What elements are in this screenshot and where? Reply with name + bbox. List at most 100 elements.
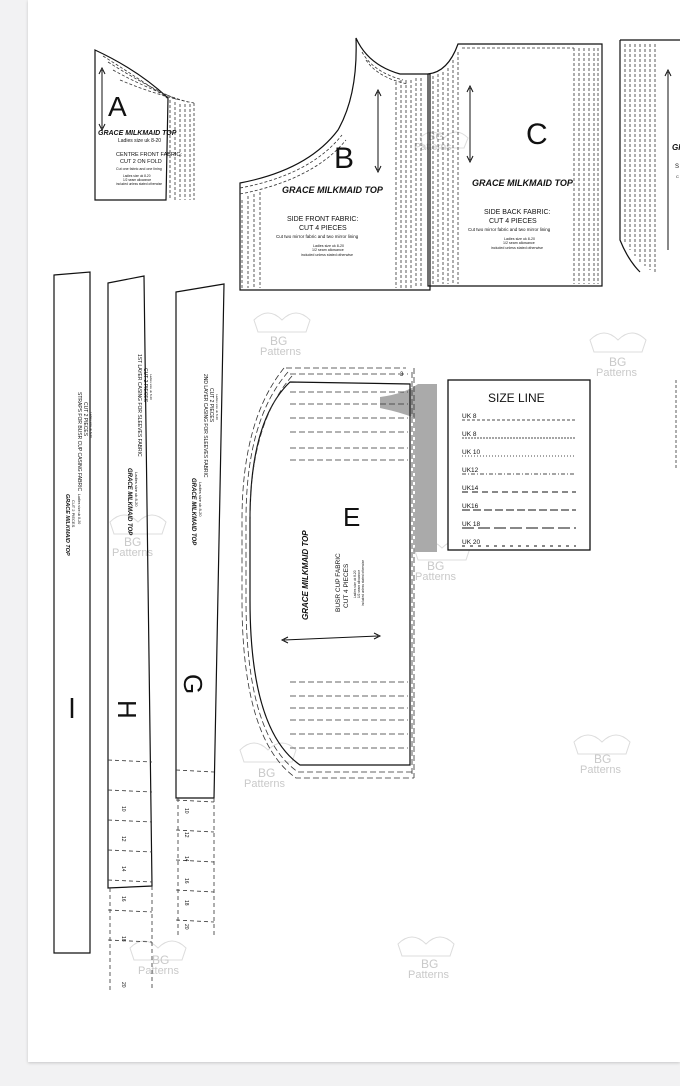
piece-e-cut: CUT 4 PIECES (343, 563, 350, 608)
svg-text:S: S (675, 164, 679, 170)
svg-text:20: 20 (120, 982, 126, 988)
piece-a-cut: CUT 2 ON FOLD (120, 159, 162, 165)
piece-h-letter: H (112, 700, 142, 719)
svg-text:10: 10 (183, 808, 189, 814)
piece-i-cut: CUT 2 PIECES (82, 402, 88, 437)
svg-text:Patterns: Patterns (580, 764, 621, 776)
svg-text:BG: BG (258, 766, 275, 780)
piece-a: A GRACE MILKMAID TOP Ladies size uk 8-20… (94, 49, 195, 201)
svg-text:BG: BG (124, 535, 141, 549)
svg-text:included unless stated otherwi: included unless stated otherwise (116, 182, 162, 186)
svg-text:12: 12 (183, 832, 189, 838)
piece-i: I STRAPS FOR BUSR CUP CASING FABRIC CUT … (53, 271, 93, 954)
svg-text:Patterns: Patterns (112, 547, 153, 559)
watermark-2: BG Patterns (253, 312, 311, 358)
svg-text:BG: BG (594, 752, 611, 766)
svg-text:16: 16 (120, 896, 126, 902)
svg-text:C: C (676, 174, 679, 179)
svg-text:Ladies size uk 8-20: Ladies size uk 8-20 (77, 494, 81, 524)
watermark-7: BG Patterns (239, 742, 297, 790)
piece-d-partial: GR S C (619, 39, 680, 273)
svg-text:14: 14 (183, 856, 189, 862)
svg-text:Ladies size uk 8-20: Ladies size uk 8-20 (118, 138, 161, 144)
svg-text:UK 8: UK 8 (462, 413, 477, 420)
piece-e: 3 E GRACE MILKMAID TOP BUSR CUP FABRIC C… (241, 367, 415, 779)
svg-text:BG: BG (609, 355, 626, 369)
piece-g-title: GRACE MILKMAID TOP (190, 478, 196, 546)
piece-e-letter: E (343, 502, 360, 532)
svg-text:20: 20 (183, 924, 189, 930)
piece-b-cut: CUT 4 PIECES (299, 225, 347, 232)
watermark-1: BG Patterns (414, 131, 469, 153)
piece-c-fabric: SIDE BACK FABRIC: (484, 209, 551, 216)
piece-e-title: GRACE MILKMAID TOP (301, 530, 310, 620)
piece-i-fabric: STRAPS FOR BUSR CUP CASING FABRIC (76, 392, 82, 491)
svg-text:10: 10 (120, 806, 126, 812)
piece-c-cut: CUT 4 PIECES (489, 218, 537, 225)
piece-h-fabric: 1ST LAYER CASING FOR SLEEVES FABRIC (136, 354, 142, 457)
svg-text:Ladies size uk 8-20: Ladies size uk 8-20 (134, 472, 139, 507)
svg-text:Patterns: Patterns (408, 969, 449, 981)
piece-b-title: GRACE MILKMAID TOP (282, 185, 384, 195)
svg-text:BG: BG (270, 334, 287, 348)
svg-text:BG: BG (427, 559, 444, 573)
piece-h: H 1ST LAYER CASING FOR SLEEVES FABRIC CU… (107, 275, 153, 990)
pattern-sheet: BG Patterns BG Patterns BG Patterns BG P… (28, 0, 680, 1062)
piece-c-letter: C (526, 118, 548, 151)
svg-text:included unless stated otherwi: included unless stated otherwise (491, 246, 543, 250)
svg-text:1/2 seam allowance: 1/2 seam allowance (357, 570, 361, 598)
svg-text:1/2 seam allowance: 1/2 seam allowance (312, 248, 344, 252)
svg-text:UK12: UK12 (462, 467, 479, 474)
svg-text:Ladies size uk 8-20: Ladies size uk 8-20 (504, 237, 535, 241)
svg-text:Patterns: Patterns (596, 367, 637, 379)
svg-text:Ladies size uk 8-20: Ladies size uk 8-20 (149, 374, 153, 400)
svg-text:16: 16 (183, 878, 189, 884)
svg-text:UK 18: UK 18 (462, 521, 480, 528)
svg-text:Patterns: Patterns (415, 571, 456, 583)
piece-c-title: GRACE MILKMAID TOP (472, 178, 574, 188)
svg-text:UK16: UK16 (462, 503, 479, 510)
watermark-8: BG Patterns (129, 940, 187, 977)
svg-text:Cut two mirror fabric and two: Cut two mirror fabric and two mirror lin… (468, 227, 551, 232)
piece-b-letter: B (334, 142, 354, 175)
svg-text:1/2 seam allowance: 1/2 seam allowance (123, 178, 151, 182)
svg-text:Ladies size uk 8-20: Ladies size uk 8-20 (313, 244, 344, 248)
piece-a-title: GRACE MILKMAID TOP (98, 130, 177, 137)
piece-g-cut: CUT 2 PIECES (208, 388, 214, 423)
svg-text:Ladies size uk 8-20: Ladies size uk 8-20 (123, 174, 151, 178)
svg-text:BG: BG (421, 957, 438, 971)
piece-a-letter: A (108, 91, 127, 122)
watermark-4: BG Patterns (109, 514, 167, 559)
svg-text:Cut one fabric and one lining: Cut one fabric and one lining (116, 167, 162, 171)
svg-text:Ladies size uk 8-20: Ladies size uk 8-20 (353, 570, 357, 598)
piece-c: C GRACE MILKMAID TOP SIDE BACK FABRIC: C… (427, 43, 603, 287)
svg-text:UK 8: UK 8 (462, 431, 477, 438)
svg-text:Patterns: Patterns (138, 965, 179, 977)
big-number-1: 1 (380, 384, 437, 552)
piece-e-fabric: BUSR CUP FABRIC (335, 553, 342, 612)
svg-text:Cut two mirror fabric and two: Cut two mirror fabric and two mirror lin… (276, 234, 359, 239)
piece-b-fabric: SIDE FRONT FABRIC: (287, 216, 358, 223)
piece-g-fabric: 2ND LAYER CASING FOR SLEEVES FABRIC (202, 374, 208, 478)
svg-text:Ladies size uk 8-20: Ladies size uk 8-20 (198, 482, 203, 517)
svg-text:UK 20: UK 20 (462, 539, 480, 546)
svg-text:Ladies size uk 8-20: Ladies size uk 8-20 (215, 394, 219, 420)
svg-text:CUT 2 PIECES: CUT 2 PIECES (71, 500, 76, 528)
svg-text:1/2 seam allowance: 1/2 seam allowance (503, 241, 535, 245)
svg-text:Ladies size uk 8-20: Ladies size uk 8-20 (89, 412, 93, 438)
svg-text:GR: GR (672, 143, 680, 152)
piece-g-letter: G (178, 674, 208, 694)
svg-text:included unless stated otherwi: included unless stated otherwise (361, 560, 365, 606)
piece-i-title: GRACE MILKMAID TOP (64, 494, 70, 556)
svg-text:Patterns: Patterns (244, 778, 285, 790)
size-line-title: SIZE LINE (488, 391, 545, 405)
svg-text:12: 12 (120, 836, 126, 842)
svg-text:18: 18 (120, 936, 126, 942)
svg-text:BG: BG (152, 953, 169, 967)
watermark-9: BG Patterns (397, 936, 455, 981)
size-line-box: SIZE LINE UK 8 UK 8 UK 10 UK12 UK14 UK16… (447, 379, 591, 551)
piece-a-fabric: CENTRE FRONT FABRIC: (116, 152, 182, 158)
svg-text:BG: BG (428, 131, 444, 143)
piece-h-title: GRACE MILKMAID TOP (126, 468, 132, 536)
watermark-6: BG Patterns (573, 734, 631, 776)
